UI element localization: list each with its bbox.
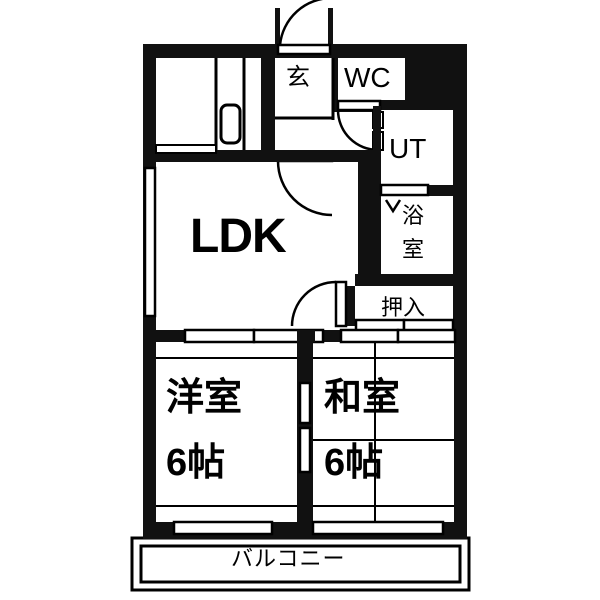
bath-door-leaf <box>379 183 430 197</box>
kitchen-fixtures <box>155 58 246 154</box>
fusuma-japanese-left <box>339 328 400 344</box>
entrance-door-arc <box>278 0 324 46</box>
fusuma-western-left <box>183 328 256 344</box>
partition-sliding-panel-upper <box>298 381 312 425</box>
balcony-sliding-doors <box>172 520 445 536</box>
ldk-side-door-leaf <box>334 280 348 328</box>
balcony-door-western <box>172 520 274 536</box>
balcony-door-japanese <box>311 520 445 536</box>
bedroom-partition <box>297 342 313 522</box>
wc-door-arc <box>336 109 379 152</box>
ldk-window <box>143 166 157 318</box>
entrance-area <box>275 0 335 120</box>
ldk-side-door <box>290 280 348 328</box>
tatami-grid <box>313 342 454 522</box>
partition-sliding-panel-lower <box>298 426 312 474</box>
kitchen-sink-icon <box>219 103 242 145</box>
wc-door-leaf <box>336 99 382 112</box>
western-room-floor-lines <box>156 357 297 507</box>
ldk-door-arc <box>276 160 333 217</box>
bath-door-fold-icon <box>384 199 402 214</box>
hallway-doors <box>261 58 373 217</box>
ldk-window-frame <box>143 166 157 318</box>
ldk-bedroom-partition <box>183 328 457 344</box>
utility-bath-area <box>355 106 453 286</box>
fusuma-japanese-right <box>396 328 457 344</box>
balcony-outline <box>130 536 471 592</box>
entrance-door-leaf <box>276 43 332 56</box>
ldk-side-door-arc <box>290 280 337 327</box>
